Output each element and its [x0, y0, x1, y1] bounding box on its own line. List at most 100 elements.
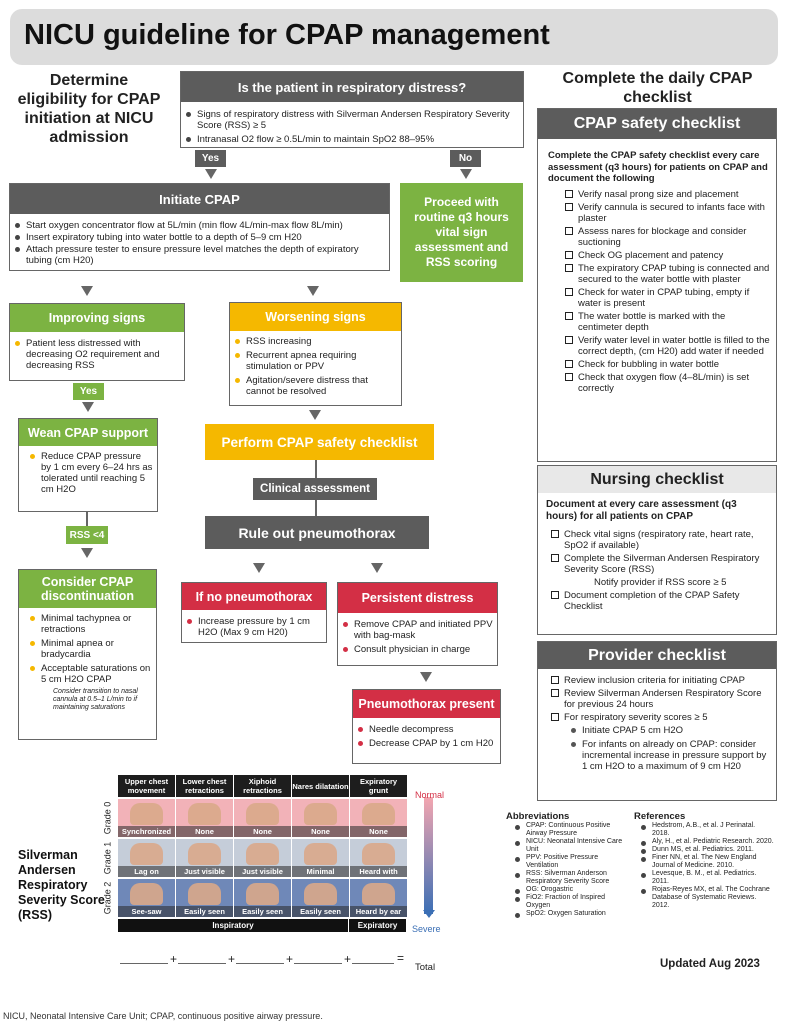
initiate-item: Attach pressure tester to ensure pressur… — [12, 244, 383, 266]
clinical-assessment: Clinical assessment — [253, 478, 377, 500]
rss-grade-label: Grade 2 — [102, 881, 112, 915]
wean-box: Wean CPAP support Reduce CPAP pressure b… — [18, 418, 158, 512]
safety-intro: Complete the CPAP safety checklist every… — [548, 150, 768, 184]
no-pneumo-item: Increase pressure by 1 cm H2O (Max 9 cm … — [184, 616, 323, 638]
abbreviations: Abbreviations CPAP: Continuous Positive … — [506, 811, 626, 918]
provider-item: Review inclusion criteria for initiating… — [550, 675, 770, 686]
infant-illustration — [362, 843, 395, 865]
rss-col-header: Xiphoid retractions — [234, 775, 291, 797]
nursing-box: Nursing checklist Document at every care… — [537, 465, 777, 635]
distress-box: Is the patient in respiratory distress? … — [180, 71, 524, 148]
rss-col-header: Upper chest movement — [118, 775, 175, 797]
distress-item: Signs of respiratory distress with Silve… — [183, 109, 517, 131]
rss-grade-label: Grade 0 — [102, 801, 112, 835]
rss-cell: None — [234, 799, 291, 837]
rss-cell: Minimal — [292, 839, 349, 877]
safety-item: Verify nasal prong size and placement — [564, 189, 770, 200]
consider-item: Minimal tachypnea or retractions — [27, 613, 153, 635]
nursing-list: Check vital signs (respiratory rate, hea… — [538, 527, 776, 612]
infant-illustration — [304, 883, 337, 905]
arrow — [420, 672, 432, 682]
arrow — [307, 286, 319, 296]
safety-item: Verify cannula is secured to infants fac… — [564, 202, 770, 224]
nursing-item: Complete the Silverman Andersen Respirat… — [550, 553, 770, 575]
persistent-item: Consult physician in charge — [340, 644, 494, 655]
rss-cell: Synchronized — [118, 799, 175, 837]
rss-cell: Just visible — [176, 839, 233, 877]
infant-illustration — [188, 803, 221, 825]
abbrev-item: CPAP: Continuous Positive Airway Pressur… — [512, 822, 626, 838]
left-heading: Determine eligibility for CPAP initiatio… — [17, 72, 161, 146]
safety-item: Check that oxygen flow (4–8L/min) is set… — [564, 372, 770, 394]
rss-cell-label: Easily seen — [292, 906, 349, 917]
worsening-title: Worsening signs — [230, 303, 401, 331]
total-label: Total — [415, 962, 436, 973]
worsening-item: RSS increasing — [232, 336, 397, 347]
no-pneumo-title: If no pneumothorax — [182, 583, 326, 610]
safety-list: Verify nasal prong size and placement Ve… — [538, 189, 776, 394]
persistent-title: Persistent distress — [338, 583, 497, 613]
infant-illustration — [246, 883, 279, 905]
improving-box: Improving signs Patient less distressed … — [9, 303, 185, 381]
provider-sub-item: Initiate CPAP 5 cm H2O — [568, 725, 770, 736]
provider-list: Review inclusion criteria for initiating… — [538, 669, 776, 723]
plus-sign: + — [170, 952, 178, 966]
rss-less-4: RSS <4 — [66, 526, 108, 544]
safety-item: Assess nares for blockage and consider s… — [564, 226, 770, 248]
score-blank — [120, 963, 168, 964]
right-heading: Complete the daily CPAP checklist — [562, 70, 753, 106]
consider-box: Consider CPAP discontinuation Minimal ta… — [18, 569, 157, 740]
nursing-item: Document completion of the CPAP Safety C… — [550, 590, 770, 612]
proceed-box: Proceed with routine q3 hours vital sign… — [400, 183, 523, 282]
footnote: NICU, Neonatal Intensive Care Unit; CPAP… — [3, 1011, 323, 1021]
safety-title: CPAP safety checklist — [538, 109, 776, 139]
refs-list: Hedstrom, A.B., et al. J Perinatal. 2018… — [634, 822, 774, 910]
updated-date: Updated Aug 2023 — [660, 958, 760, 970]
rss-cell: Heard by ear — [350, 879, 407, 917]
infant-illustration — [304, 803, 337, 825]
rss-grade-label: Grade 1 — [102, 841, 112, 875]
improving-item: Patient less distressed with decreasing … — [12, 338, 180, 371]
arrow — [460, 169, 472, 179]
infant-illustration — [246, 843, 279, 865]
rss-col-header: Expiratory grunt — [350, 775, 407, 797]
connector — [315, 460, 317, 478]
ref-item: Dunn MS, et al. Pediatrics. 2011. — [638, 846, 774, 854]
ref-item: Levesque, B. M., et al. Pediatrics. 2011… — [638, 870, 774, 886]
rss-cell-label: None — [234, 826, 291, 837]
abbrev-item: NICU: Neonatal Intensive Care Unit — [512, 838, 626, 854]
score-blank — [236, 963, 284, 964]
score-blank — [294, 963, 342, 964]
safety-item: Verify water level in water bottle is fi… — [564, 335, 770, 357]
abbrev-item: SpO2: Oxygen Saturation — [512, 910, 626, 918]
connector — [315, 500, 317, 516]
safety-item: Check for water in CPAP tubing, empty if… — [564, 287, 770, 309]
ref-item: Hedstrom, A.B., et al. J Perinatal. 2018… — [638, 822, 774, 838]
consider-item: Minimal apnea or bradycardia — [27, 638, 153, 660]
pneumo-present-item: Needle decompress — [355, 724, 497, 735]
arrow — [253, 563, 265, 573]
rss-cell-label: None — [292, 826, 349, 837]
improving-yes: Yes — [73, 383, 104, 400]
abbrev-item: PPV: Positive Pressure Ventilation — [512, 854, 626, 870]
rss-table: Upper chest movement Lower chest retract… — [98, 775, 450, 921]
initiate-item: Start oxygen concentrator flow at 5L/min… — [12, 220, 383, 231]
arrow — [309, 410, 321, 420]
worsening-list: RSS increasing Recurrent apnea requiring… — [230, 331, 401, 397]
abbrev-item: FiO2: Fraction of Inspired Oxygen — [512, 894, 626, 910]
rss-cell: None — [292, 799, 349, 837]
rss-col-header: Lower chest retractions — [176, 775, 233, 797]
rss-cell: None — [176, 799, 233, 837]
equals-sign: = — [397, 951, 405, 965]
rss-cell: See-saw — [118, 879, 175, 917]
rss-expiratory: Expiratory — [349, 919, 406, 932]
safety-item: Check OG placement and patency — [564, 250, 770, 261]
severity-arrow — [423, 910, 435, 918]
title-bar: NICU guideline for CPAP management — [10, 9, 778, 65]
infant-illustration — [246, 803, 279, 825]
rss-cell-label: Just visible — [234, 866, 291, 877]
worsening-box: Worsening signs RSS increasing Recurrent… — [229, 302, 402, 406]
references: References Hedstrom, A.B., et al. J Peri… — [634, 811, 774, 910]
infant-illustration — [304, 843, 337, 865]
initiate-title: Initiate CPAP — [10, 184, 389, 214]
